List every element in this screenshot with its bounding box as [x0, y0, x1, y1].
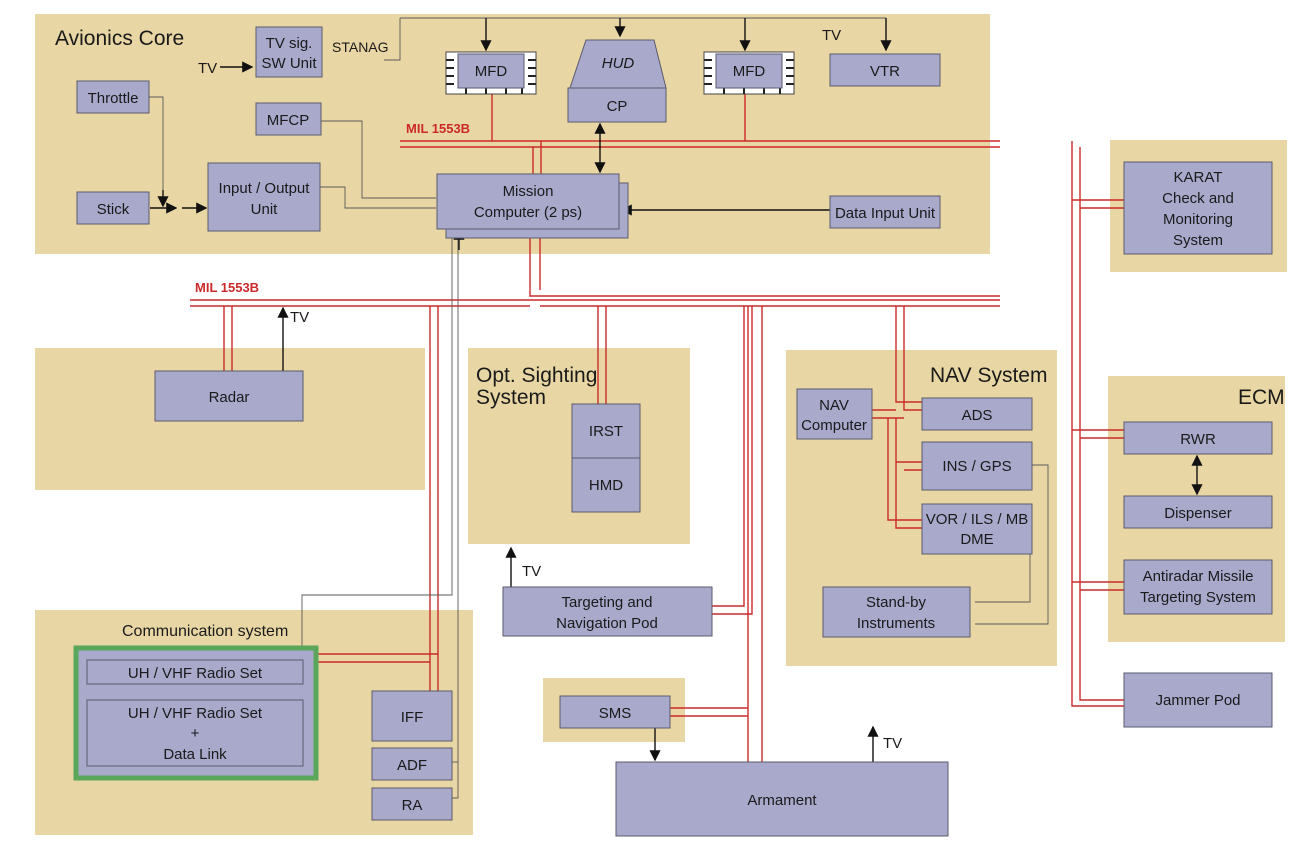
svg-text:DME: DME [960, 531, 993, 548]
svg-text:Data Input Unit: Data Input Unit [835, 205, 936, 222]
radar[interactable]: Radar [154, 370, 304, 422]
input-output-unit[interactable]: Input / Output Unit [207, 162, 321, 232]
mfcp[interactable]: MFCP [255, 102, 322, 136]
ra[interactable]: RA [371, 787, 453, 821]
svg-text:Instruments: Instruments [857, 615, 935, 632]
svg-text:RWR: RWR [1180, 431, 1216, 448]
svg-text:CP: CP [607, 98, 628, 115]
svg-text:MFD: MFD [733, 63, 766, 80]
svg-text:TV sig.: TV sig. [266, 35, 313, 52]
throttle[interactable]: Throttle [76, 80, 150, 114]
svg-text:Stick: Stick [97, 201, 130, 218]
svg-text:Targeting System: Targeting System [1140, 589, 1256, 606]
bus-label-mid: MIL 1553B [195, 280, 259, 295]
hud-control-panel[interactable]: CP [567, 87, 667, 123]
stanag-label: STANAG [332, 39, 389, 55]
svg-text:IFF: IFF [401, 709, 424, 726]
ins-gps[interactable]: INS / GPS [921, 441, 1033, 491]
vor-ils-mb-dme[interactable]: VOR / ILS / MB DME [921, 503, 1033, 555]
avionics-core-title: Avionics Core [55, 27, 184, 50]
svg-text:INS / GPS: INS / GPS [942, 458, 1011, 475]
svg-text:UH / VHF Radio Set: UH / VHF Radio Set [128, 665, 263, 682]
svg-text:IRST: IRST [589, 423, 623, 440]
svg-text:Unit: Unit [251, 201, 279, 218]
svg-text:VOR / ILS / MB: VOR / ILS / MB [926, 511, 1029, 528]
bus-label-top: MIL 1553B [406, 121, 470, 136]
nav-computer[interactable]: NAV Computer [796, 388, 873, 440]
tv-label-vtr: TV [822, 27, 841, 44]
svg-text:Computer: Computer [801, 417, 867, 434]
svg-text:System: System [1173, 232, 1223, 249]
svg-text:Targeting and: Targeting and [562, 594, 653, 611]
vtr[interactable]: VTR [829, 53, 941, 87]
tv-label-pod: TV [522, 563, 541, 580]
rwr[interactable]: RWR [1123, 421, 1273, 455]
svg-text:ADF: ADF [397, 757, 427, 774]
dispenser[interactable]: Dispenser [1123, 495, 1273, 529]
karat-system[interactable]: KARAT Check and Monitoring System [1123, 161, 1273, 255]
sms[interactable]: SMS [559, 695, 671, 729]
svg-text:+: + [191, 725, 200, 742]
svg-text:Radar: Radar [209, 389, 250, 406]
svg-text:NAV: NAV [819, 397, 849, 414]
svg-text:Navigation Pod: Navigation Pod [556, 615, 658, 632]
svg-text:Stand-by: Stand-by [866, 594, 927, 611]
svg-text:HUD: HUD [602, 55, 635, 72]
adf[interactable]: ADF [371, 747, 453, 781]
svg-text:Check and: Check and [1162, 190, 1234, 207]
standby-instruments[interactable]: Stand-by Instruments [822, 586, 971, 638]
svg-text:Dispenser: Dispenser [1164, 505, 1232, 522]
communication-title: Communication system [122, 623, 288, 640]
svg-text:Throttle: Throttle [88, 90, 139, 107]
svg-text:Data Link: Data Link [163, 746, 227, 763]
tv-label-armament: TV [883, 735, 902, 752]
svg-text:Mission: Mission [503, 183, 554, 200]
iff[interactable]: IFF [371, 690, 453, 742]
uhf-vhf-radio-set[interactable]: UH / VHF Radio Set [86, 659, 304, 685]
svg-text:VTR: VTR [870, 63, 900, 80]
svg-text:Jammer Pod: Jammer Pod [1155, 692, 1240, 709]
svg-text:Monitoring: Monitoring [1163, 211, 1233, 228]
jammer-pod[interactable]: Jammer Pod [1123, 672, 1273, 728]
tv-label-switch: TV [198, 60, 217, 77]
hud[interactable]: HUD [569, 39, 667, 89]
svg-text:ADS: ADS [962, 407, 993, 424]
tv-label-radar: TV [290, 309, 309, 326]
ecm-title: ECM [1238, 386, 1285, 409]
svg-text:Computer (2 ps): Computer (2 ps) [474, 204, 582, 221]
svg-text:Antiradar Missile: Antiradar Missile [1143, 568, 1254, 585]
mission-computer[interactable]: Mission Computer (2 ps) [436, 173, 629, 239]
svg-text:KARAT: KARAT [1174, 169, 1223, 186]
ads[interactable]: ADS [921, 397, 1033, 431]
tv-switch-unit[interactable]: TV sig. SW Unit [255, 26, 323, 78]
svg-text:Armament: Armament [747, 792, 817, 809]
stick[interactable]: Stick [76, 191, 150, 225]
nav-system-title: NAV System [930, 364, 1047, 387]
mil-bus-lines [190, 94, 1124, 762]
svg-text:SMS: SMS [599, 705, 632, 722]
signal-wires [140, 17, 1049, 799]
data-input-unit[interactable]: Data Input Unit [829, 195, 941, 229]
svg-text:SW Unit: SW Unit [261, 55, 317, 72]
targeting-navigation-pod[interactable]: Targeting and Navigation Pod [502, 586, 713, 637]
svg-text:UH / VHF Radio Set: UH / VHF Radio Set [128, 705, 263, 722]
svg-text:MFD: MFD [475, 63, 508, 80]
arrows [150, 18, 1203, 762]
opt-sighting-title-line1: Opt. Sighting [476, 364, 597, 387]
irst[interactable]: IRST [571, 403, 641, 459]
svg-text:RA: RA [402, 797, 423, 814]
svg-text:MFCP: MFCP [267, 112, 310, 129]
uhf-vhf-radio-data-link[interactable]: UH / VHF Radio Set + Data Link [86, 699, 304, 767]
armament[interactable]: Armament [615, 761, 949, 837]
svg-text:Input / Output: Input / Output [219, 180, 311, 197]
antiradar-missile-targeting[interactable]: Antiradar Missile Targeting System [1123, 559, 1273, 615]
opt-sighting-title-line2: System [476, 386, 546, 409]
svg-text:HMD: HMD [589, 477, 623, 494]
mfd-left[interactable]: MFD [445, 51, 537, 95]
hmd[interactable]: HMD [571, 457, 641, 513]
mfd-right[interactable]: MFD [703, 51, 795, 95]
